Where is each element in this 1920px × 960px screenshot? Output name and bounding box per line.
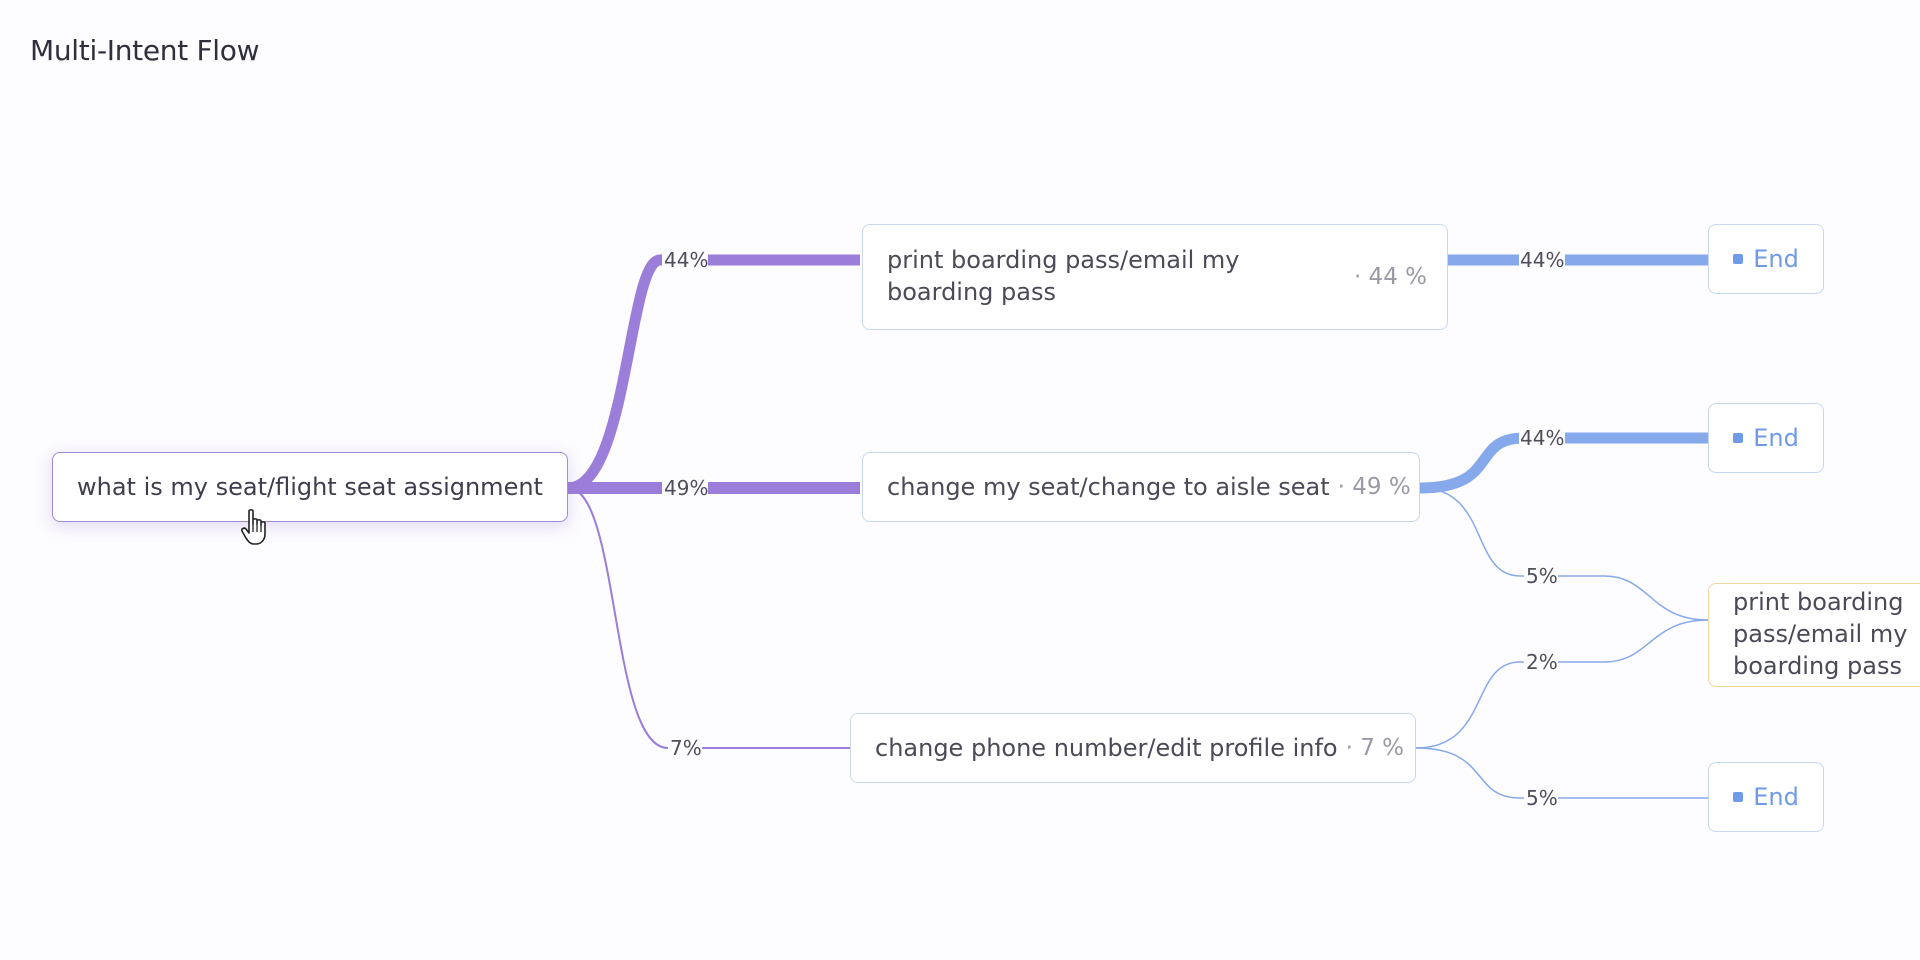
page-title: Multi-Intent Flow <box>30 34 260 67</box>
edge-label-bg <box>1519 248 1565 272</box>
edge-label-bg <box>662 248 708 272</box>
root-intent-node[interactable]: what is my seat/flight seat assignment <box>52 452 568 522</box>
edge-label-bg <box>662 476 708 500</box>
intent-label: print boarding pass/email my boarding pa… <box>1733 588 1908 680</box>
edge-label-root-print: 44% <box>664 248 709 272</box>
edge-change-seat-print <box>1419 487 1709 621</box>
intent-percentage: · 49 % <box>1337 474 1411 500</box>
edge-change-phone-print <box>1415 619 1709 749</box>
edge-change-phone-end <box>1415 747 1708 799</box>
edge-label-print-end: 44% <box>1520 248 1565 272</box>
intent-percentage: · 44 % <box>1353 264 1427 290</box>
hand-pointer-cursor-icon <box>241 509 266 545</box>
edge-label-root-change-phone: 7% <box>670 736 702 760</box>
intent-node-print-boarding-pass-secondary[interactable]: print boarding pass/email my boarding pa… <box>1708 583 1920 687</box>
end-marker-icon <box>1733 254 1744 264</box>
edge-label-change-seat-print: 5% <box>1526 564 1558 588</box>
edge-label-change-phone-end: 5% <box>1526 786 1558 810</box>
intent-percentage: · 7 % <box>1345 735 1405 761</box>
end-label: End <box>1753 424 1799 452</box>
edge-label-bg <box>1519 426 1565 450</box>
edge-label-bg <box>1524 650 1558 674</box>
end-node[interactable]: End <box>1708 762 1824 832</box>
root-intent-label: what is my seat/flight seat assignment <box>77 473 543 501</box>
end-marker-icon <box>1733 792 1744 802</box>
intent-label: print boarding pass/email my boarding pa… <box>887 246 1240 306</box>
end-node[interactable]: End <box>1708 403 1824 473</box>
end-node[interactable]: End <box>1708 224 1824 294</box>
edge-label-change-seat-end: 44% <box>1520 426 1565 450</box>
edge-change-seat-end <box>1419 432 1708 494</box>
end-marker-icon <box>1733 433 1744 443</box>
edge-root-print <box>567 254 860 494</box>
edge-label-change-phone-print: 2% <box>1526 650 1558 674</box>
end-label: End <box>1753 245 1799 273</box>
edge-root-change-phone <box>567 487 850 749</box>
edge-label-bg <box>1524 564 1558 588</box>
intent-node-change-phone[interactable]: change phone number/edit profile info · … <box>850 713 1416 783</box>
intent-node-print-boarding-pass[interactable]: print boarding pass/email my boarding pa… <box>862 224 1448 330</box>
edge-label-bg <box>1524 786 1558 810</box>
intent-label: change my seat/change to aisle seat <box>887 473 1330 501</box>
intent-node-change-seat[interactable]: change my seat/change to aisle seat · 49… <box>862 452 1420 522</box>
edge-label-bg <box>668 736 702 760</box>
intent-label: change phone number/edit profile info <box>875 734 1338 762</box>
end-label: End <box>1753 783 1799 811</box>
edge-label-root-change-seat: 49% <box>664 476 709 500</box>
